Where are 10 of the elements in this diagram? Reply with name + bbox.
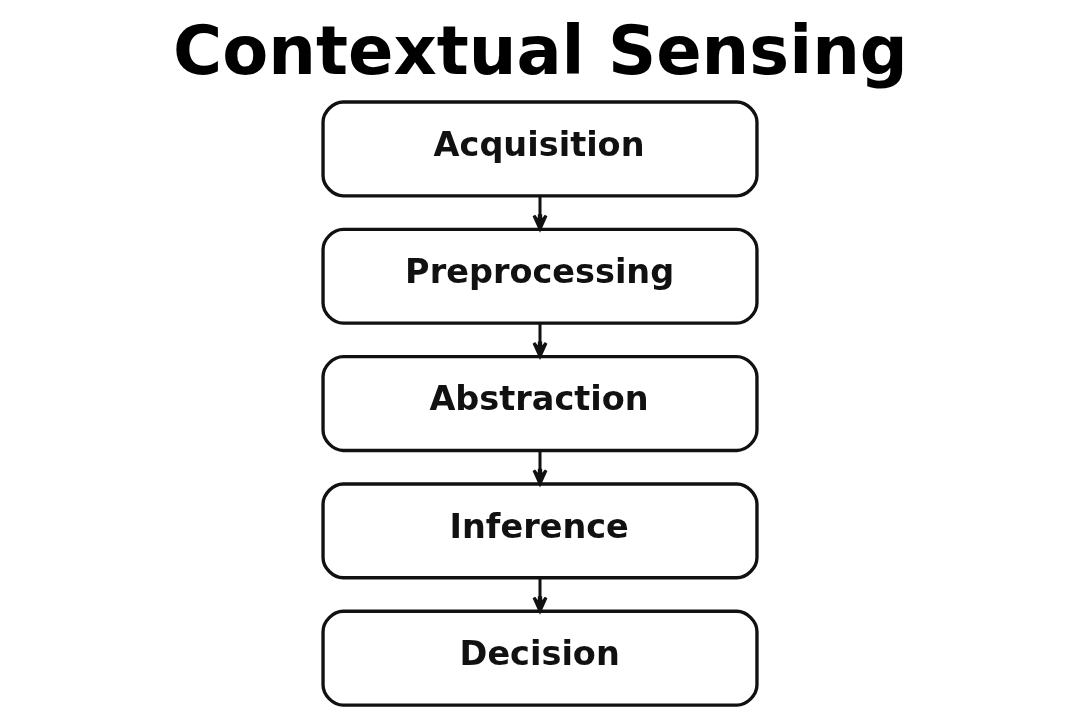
node-box: Decision bbox=[321, 609, 759, 707]
arrow bbox=[532, 196, 548, 231]
diagram-title: Contextual Sensing bbox=[173, 11, 908, 90]
node-box: Preprocessing bbox=[321, 227, 759, 325]
node-box: Acquisition bbox=[321, 100, 759, 198]
arrow bbox=[532, 578, 548, 613]
node-box: Abstraction bbox=[321, 354, 759, 453]
arrow bbox=[532, 450, 548, 486]
node-box: Inference bbox=[321, 482, 759, 580]
arrow bbox=[532, 323, 548, 358]
